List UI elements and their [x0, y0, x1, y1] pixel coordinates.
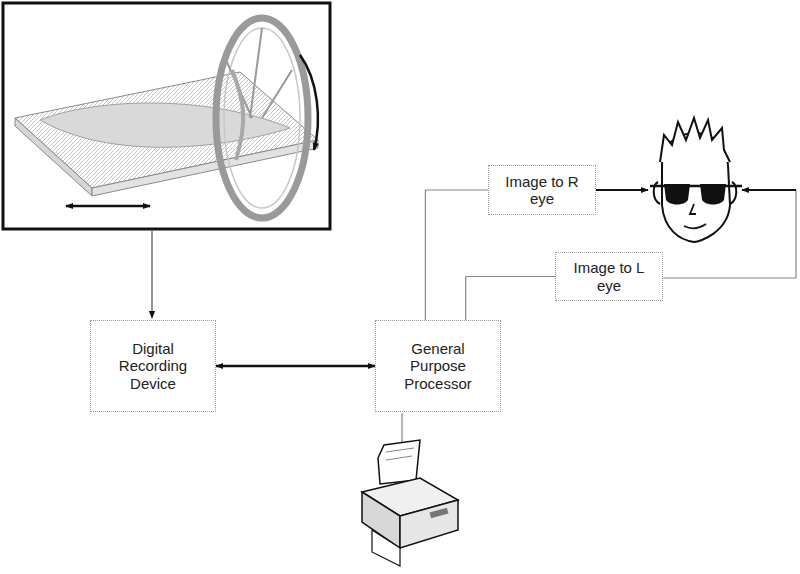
illustration-frame: [3, 3, 330, 229]
connector-line: [425, 190, 488, 320]
box-label: Digital Recording Device: [97, 340, 209, 392]
process-box: Digital Recording Device: [90, 320, 216, 412]
rotation-arrow: [300, 55, 318, 150]
connector-arrow: [216, 365, 375, 368]
view-arrow: [596, 189, 648, 191]
glasses-lens: [700, 184, 726, 205]
signal-arrow: [151, 230, 153, 318]
process-box: General Purpose Processor: [375, 320, 501, 412]
ring-spokes: [226, 28, 292, 118]
apparatus-illustration: [3, 3, 330, 229]
connector-line: [466, 277, 555, 321]
hair: [660, 118, 730, 162]
printer-button: [430, 508, 449, 518]
platform-plate: [15, 72, 318, 188]
rotating-ring: [216, 18, 308, 218]
fan-beam: [232, 70, 243, 160]
paper-lines: [386, 448, 414, 460]
process-box: Image to L eye: [555, 252, 663, 301]
printer: [362, 440, 458, 566]
nose-mouth: [684, 204, 706, 228]
glasses-frame: [650, 185, 742, 188]
glasses-lens: [664, 184, 690, 205]
box-label: Image to R eye: [495, 173, 589, 208]
box-label: Image to L eye: [562, 259, 656, 294]
rotating-ring-inner: [224, 28, 300, 208]
viewer-head: [650, 118, 742, 242]
process-box: Image to R eye: [488, 165, 596, 215]
view-arrow: [742, 189, 796, 191]
printer-front: [400, 500, 458, 548]
printer-tray: [372, 530, 400, 566]
box-label: General Purpose Processor: [382, 340, 494, 392]
plate-edge: [92, 140, 318, 196]
specimen-body: [40, 103, 290, 147]
printer-paper: [378, 440, 420, 484]
translation-arrow: [66, 205, 150, 208]
